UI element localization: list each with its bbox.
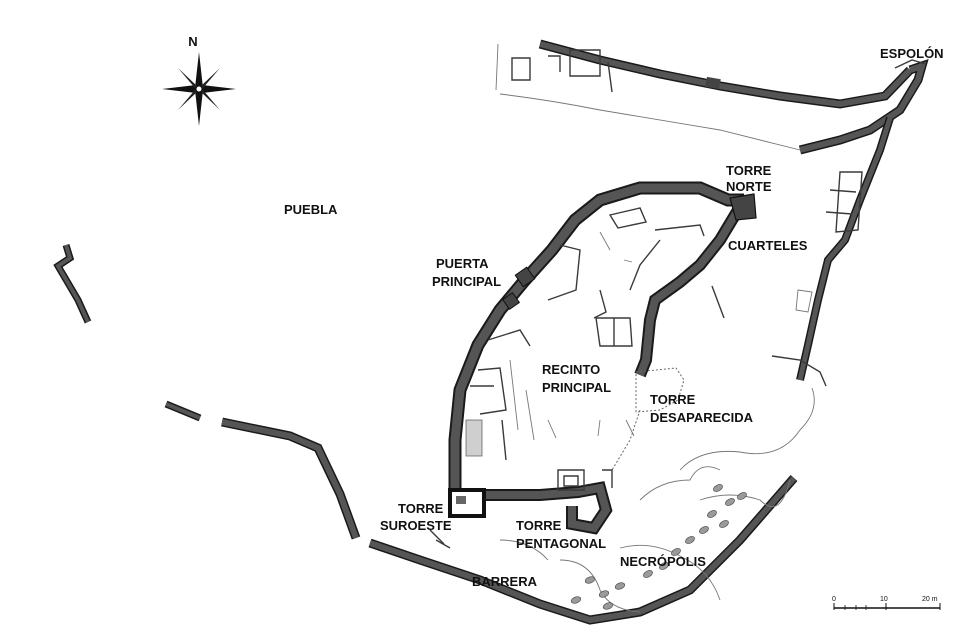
label-torre-norte-line1: TORRE <box>726 163 772 178</box>
label-recinto-principal-line1: RECINTO <box>542 362 600 377</box>
torre-suroeste <box>429 488 486 549</box>
east-curtain-wall <box>771 116 894 387</box>
torre-desaparecida-outline <box>635 367 685 413</box>
label-torre-pentagonal-line1: TORRE <box>516 518 562 533</box>
west-wall-fragments <box>53 243 202 422</box>
compass-rose-icon: N <box>162 34 236 126</box>
label-puebla: PUEBLA <box>284 202 338 217</box>
necropolis-area <box>499 387 815 613</box>
label-necropolis: NECRÓPOLIS <box>620 554 706 569</box>
label-torre-norte-line2: NORTE <box>726 179 772 194</box>
espolon-spur <box>495 43 929 155</box>
label-torre-suroeste-line2: SUROESTE <box>380 518 452 533</box>
label-barrera: BARRERA <box>472 574 538 589</box>
north-curtain-wall <box>538 39 914 109</box>
label-espolon: ESPOLÓN <box>880 46 944 61</box>
cuarteles-walls <box>711 285 725 319</box>
label-torre-desaparecida-line1: TORRE <box>650 392 696 407</box>
torre-pentagonal <box>482 469 613 535</box>
label-cuarteles: CUARTELES <box>728 238 808 253</box>
label-torre-desaparecida-line2: DESAPARECIDA <box>650 410 754 425</box>
label-torre-suroeste-line1: TORRE <box>398 501 444 516</box>
interior-structures <box>465 207 705 461</box>
label-torre-pentagonal-line2: PENTAGONAL <box>516 536 606 551</box>
barrera-wall <box>221 417 798 625</box>
scale-bar: 0 10 20 m <box>832 596 941 610</box>
recinto-principal-walls <box>448 181 757 502</box>
scale-tick-10: 10 <box>880 596 888 603</box>
label-recinto-principal-line2: PRINCIPAL <box>542 380 611 395</box>
scale-tick-0: 0 <box>832 596 836 603</box>
label-puerta-principal-line1: PUERTA <box>436 256 489 271</box>
label-puerta-principal-line2: PRINCIPAL <box>432 274 501 289</box>
compass-north-letter: N <box>188 34 197 49</box>
scale-tick-20: 20 m <box>922 596 938 603</box>
